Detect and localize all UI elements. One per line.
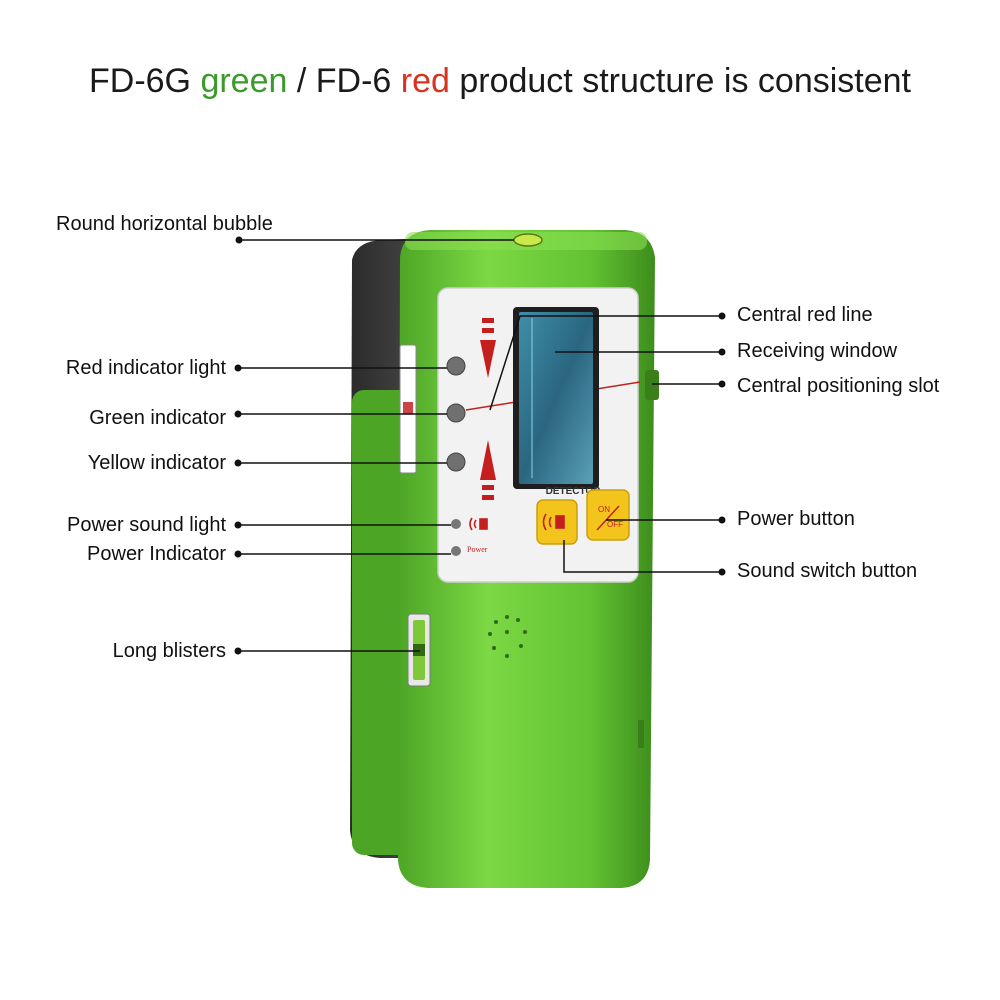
side-bubble-mark [403,402,413,414]
callout-dot [718,348,726,356]
label-red-indicator: Red indicator light [65,357,226,379]
callout-dot [234,521,242,529]
callout-dot [718,380,726,388]
callout-dot [234,550,242,558]
label-central-red-line: Central red line [737,304,873,326]
speaker-grille [488,615,527,658]
callout-dot [234,410,242,418]
central-positioning-slot-icon [645,370,659,400]
callout-dot [235,236,243,244]
callout-dot [234,647,242,655]
callout-dot [718,568,726,576]
callout-dot [718,312,726,320]
page-title: FD-6G green / FD-6 red product structure… [0,62,1000,101]
long-blister-bubble [413,644,425,656]
callout-dot [234,364,242,372]
yellow-indicator-light-icon [446,452,466,472]
red-scale-icon [480,318,496,500]
power-on-label: ON [598,505,610,514]
sound-switch-icon [542,513,565,531]
callout-dot [718,516,726,524]
callout-dot [234,459,242,467]
power-slash-icon [596,505,620,531]
label-receiving-window: Receiving window [737,340,898,362]
callout-line-sound-switch [563,540,722,573]
label-power-indicator: Power Indicator [87,543,226,565]
power-label: Power [467,545,488,554]
title-part3: product structure is consistent [449,62,911,100]
title-part1: FD-6G [89,62,201,100]
label-round-bubble: Round horizontal bubble [56,213,273,235]
receiving-window-glass [519,312,593,484]
label-central-slot: Central positioning slot [737,375,940,397]
label-yellow-indicator: Yellow indicator [87,452,226,474]
clip-slot [638,720,644,748]
title-green-word: green [200,62,288,100]
label-sound-switch: Sound switch button [737,560,918,582]
label-power-sound-light: Power sound light [67,514,226,536]
power-indicator-light-icon [451,546,461,556]
power-button[interactable] [586,489,630,541]
green-indicator-light-icon [446,403,466,423]
label-power-button: Power button [737,508,855,530]
callout-line-red-line [489,315,722,411]
red-indicator-light-icon [446,356,466,376]
detector-label: DETECTOR [546,486,602,497]
title-red-word: red [400,62,450,100]
round-bubble-icon [513,233,543,247]
power-sound-light-icon [451,519,461,529]
title-part2: / FD-6 [287,62,401,100]
label-long-blisters: Long blisters [112,640,226,662]
power-off-label: OFF [607,520,623,529]
speaker-icon [469,517,488,531]
label-green-indicator: Green indicator [89,407,226,429]
